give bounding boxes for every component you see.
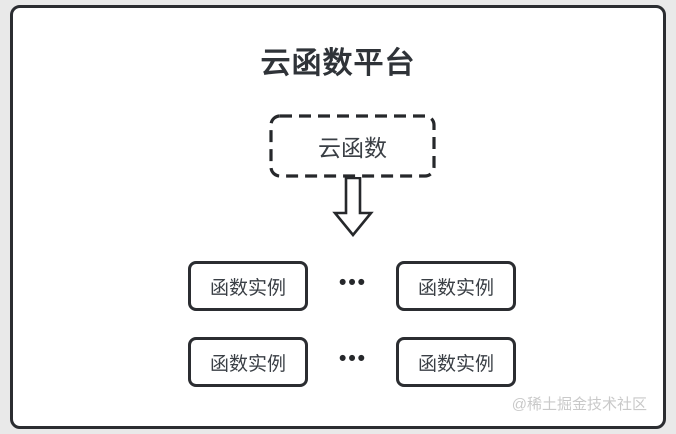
- function-instance-node: 函数实例: [188, 261, 308, 311]
- cloud-function-node: 云函数: [269, 114, 436, 178]
- ellipsis-dots: •••: [338, 271, 368, 294]
- function-instance-node: 函数实例: [396, 337, 516, 387]
- function-instance-node: 函数实例: [188, 337, 308, 387]
- diagram-canvas: 云函数平台 云函数 函数实例 ••• 函数实例 函数实例 ••• 函数实例 @稀…: [10, 5, 666, 429]
- ellipsis-dots: •••: [338, 347, 368, 370]
- function-instance-node: 函数实例: [396, 261, 516, 311]
- cloud-function-label: 云函数: [318, 135, 387, 161]
- dashed-border-icon: [269, 114, 436, 178]
- watermark: @稀土掘金技术社区: [511, 396, 647, 413]
- diagram-title: 云函数平台: [260, 47, 416, 80]
- down-arrow-icon: [332, 177, 374, 237]
